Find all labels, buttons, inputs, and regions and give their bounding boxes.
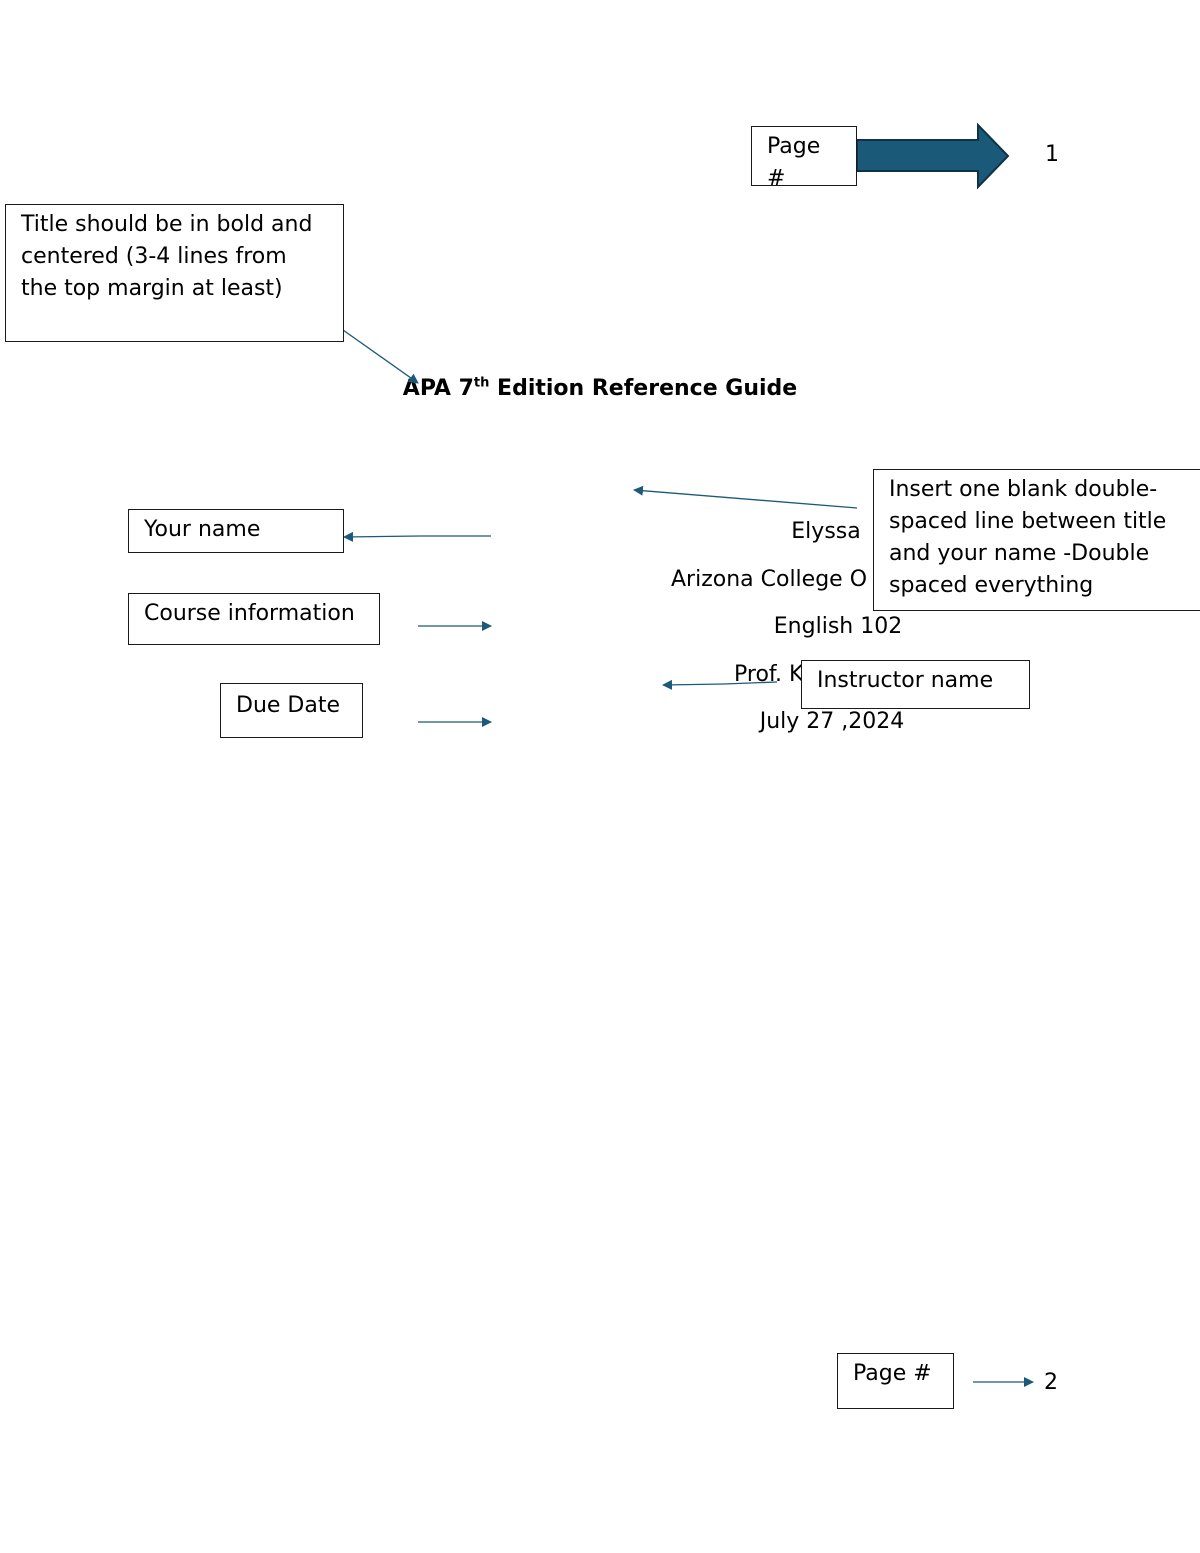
instructor-arrow <box>662 679 778 690</box>
spacing-note-arrow <box>633 485 858 509</box>
author-name: Elyssa <box>791 519 861 544</box>
page-number-bottom: 2 <box>1044 1370 1058 1395</box>
block-arrow-icon <box>856 122 1010 190</box>
page-number-top: 1 <box>1045 142 1059 167</box>
callout-your-name: Your name <box>128 509 344 553</box>
callout-course-info: Course information <box>128 593 380 645</box>
date-line: July 27 ,2024 <box>759 709 905 734</box>
document-title: APA 7th Edition Reference Guide <box>403 376 797 401</box>
callout-page-bottom: Page # <box>837 1353 954 1409</box>
title-superscript: th <box>473 375 490 391</box>
callout-due-date: Due Date <box>220 683 363 738</box>
callout-spacing-note: Insert one blank double-spaced line betw… <box>873 469 1200 611</box>
your-name-arrow <box>343 531 491 542</box>
course-line: English 102 <box>773 614 903 639</box>
callout-title-note: Title should be in bold and centered (3-… <box>5 204 344 342</box>
callout-page-top: Page # <box>751 126 857 186</box>
institution-line: Arizona College O <box>670 567 868 592</box>
title-note-arrow <box>342 329 419 384</box>
callout-instructor-name: Instructor name <box>801 660 1030 709</box>
title-rest: Edition Reference Guide <box>489 376 798 401</box>
